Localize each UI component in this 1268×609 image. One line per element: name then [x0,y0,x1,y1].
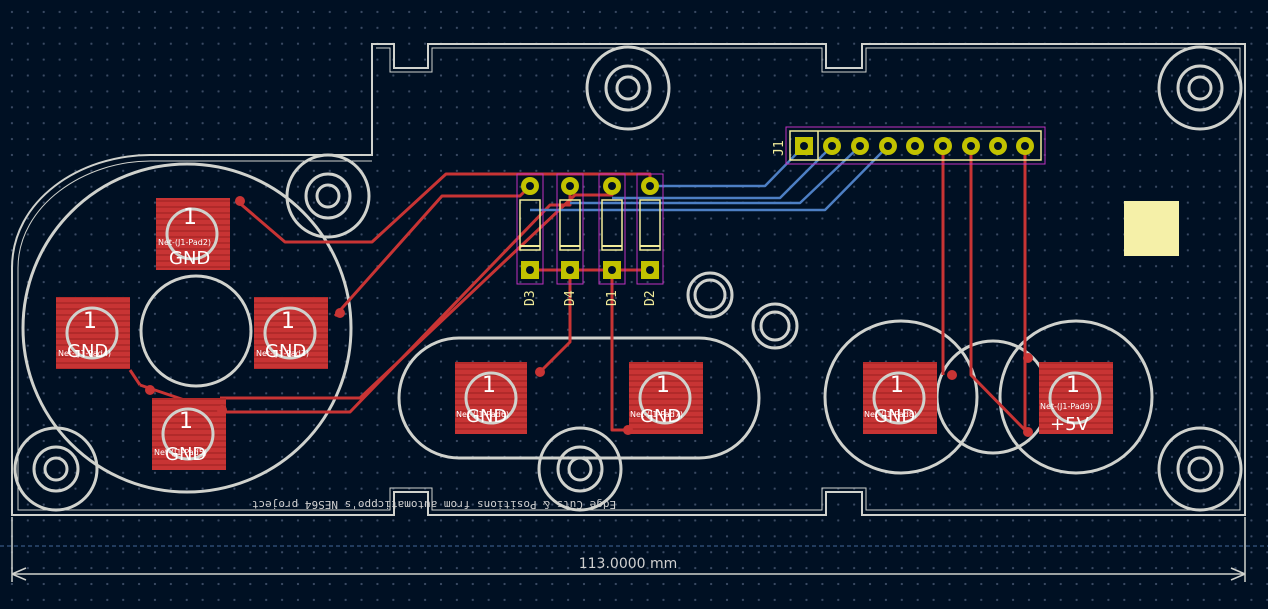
pad-name: GND [466,406,507,427]
pad-sw-b[interactable]: 1 GND Net-(J1-Pad8) [863,362,937,434]
pad-number: 1 [656,373,670,398]
hole-top-center [585,45,671,131]
hole-small-a [686,271,734,319]
hole-bottom-left [13,426,99,512]
pad-net: Net-(J1-Pad5) [154,448,207,457]
diode-d2[interactable]: D2 [636,173,664,306]
pad-net: Net-(J1-Pad8) [864,410,917,419]
pad-number: 1 [1066,373,1080,398]
smd-pad[interactable] [1124,201,1179,256]
pad-number: 1 [890,373,904,398]
hole-top-right [1157,45,1243,131]
pad-sw-select[interactable]: 1 GND Net-(J1-Pad6) [455,362,527,434]
pad-name: +5V [1050,414,1090,435]
connector-pins [823,137,1034,155]
pad-net: Net-(J1-Pad6) [456,410,509,419]
pad-number: 1 [482,373,496,398]
pad-number: 1 [179,409,193,434]
footer-note: Edge Cuts & Positions from automaticppo'… [252,498,616,511]
pad-number: 1 [281,309,295,334]
connector-j1[interactable]: J1 [772,126,1046,165]
pad-sw-left[interactable]: 1 GND Net-(J1-Pad4) [56,297,130,369]
diode-ref: D1 [605,290,620,306]
diode-ref: D3 [523,290,538,306]
pad-net: Net-(J1-Pad3) [256,349,309,358]
diode-d4[interactable]: D4 [556,173,584,306]
pad-name: GND [169,248,210,269]
connector-ref: J1 [772,140,787,156]
pad-name: GND [640,406,681,427]
pad-sw-a[interactable]: 1 +5V Net-(J1-Pad9) [1039,362,1113,435]
dimension-text: 113.0000 mm [579,556,678,572]
pad-name: GND [265,341,306,362]
pad-name: GND [874,406,915,427]
pad-sw-right[interactable]: 1 GND Net-(J1-Pad3) [254,297,328,369]
pad-net: Net-(J1-Pad4) [58,349,111,358]
diode-ref: D2 [643,290,658,306]
pad-net: Net-(J1-Pad7) [630,410,683,419]
pad-sw-start[interactable]: 1 GND Net-(J1-Pad7) [629,362,703,434]
edge-cuts-layer [11,43,1246,516]
hole-small-b [751,302,799,350]
dpad-outline [21,162,353,494]
diode-ref: D4 [563,290,578,306]
start-select-outline [397,336,761,460]
pad-sw-down[interactable]: 1 GND Net-(J1-Pad5) [152,398,226,470]
hole-left-mid [285,153,371,239]
pad-net: Net-(J1-Pad2) [158,238,211,247]
back-copper-traces [530,145,889,212]
diode-d3[interactable]: D3 [516,173,544,306]
pad-name: GND [165,444,206,465]
diode-d1[interactable]: D1 [598,173,626,306]
hole-bottom-right [1157,426,1243,512]
mounting-holes [13,45,1243,512]
track-ends [145,196,1033,437]
hole-bottom-center [537,426,623,512]
dimension: 113.0000 mm [0,517,1268,582]
pad-number: 1 [183,205,197,230]
pad-net: Net-(J1-Pad9) [1040,402,1093,411]
pad-name: GND [67,341,108,362]
pad-number: 1 [83,309,97,334]
pad-sw-up[interactable]: 1 GND Net-(J1-Pad2) [156,198,230,270]
